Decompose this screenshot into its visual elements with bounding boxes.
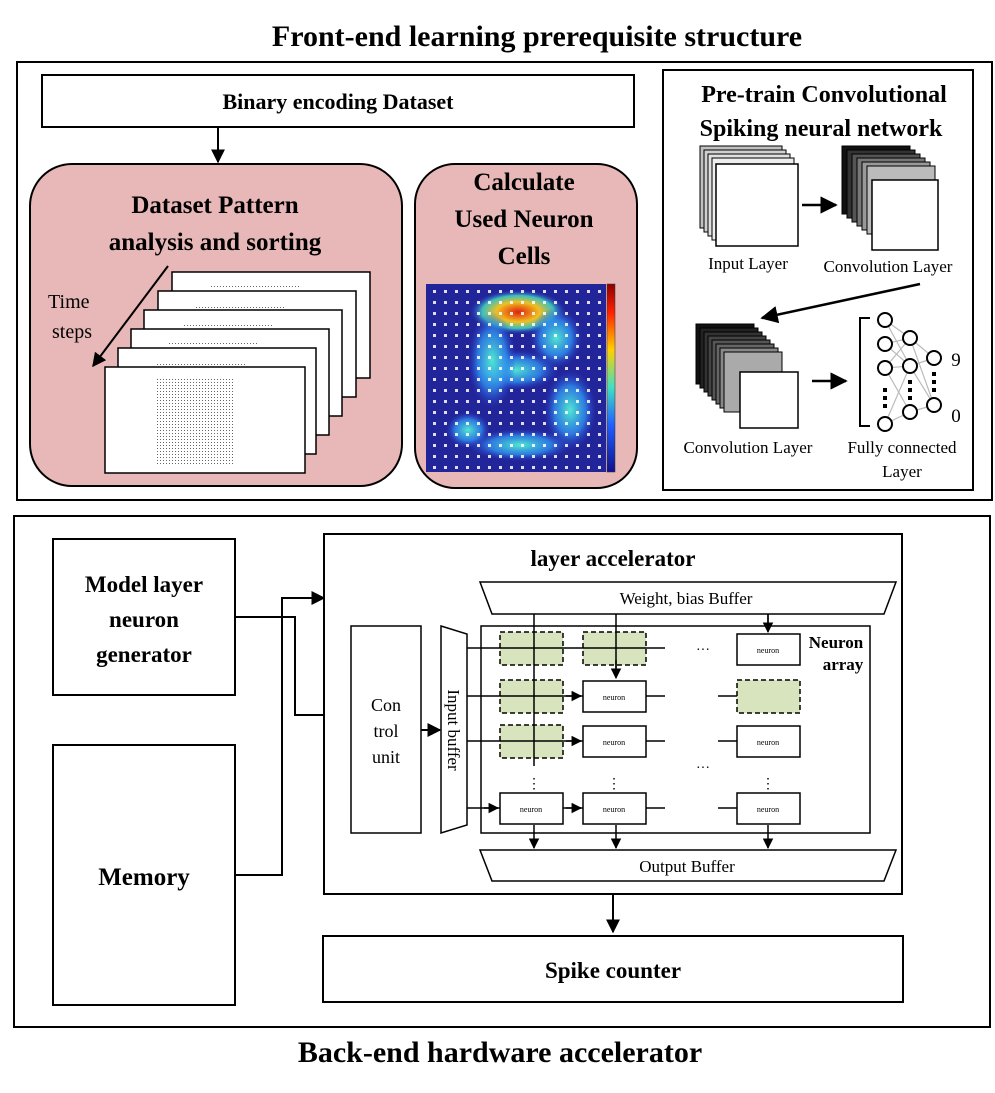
- neuron-cell-label: neuron: [757, 646, 779, 655]
- output-buffer-label: Output Buffer: [639, 857, 735, 876]
- v-ellipsis: ⋮: [527, 777, 541, 792]
- spike-counter-box: [322, 935, 904, 1003]
- weight-bias-buffer: [478, 581, 898, 615]
- memory-box: [52, 744, 236, 1006]
- pretrain-title-line1: Pre-train Convolutional: [701, 82, 947, 108]
- backend-title: Back-end hardware accelerator: [298, 1036, 702, 1069]
- pattern-title-line2: analysis and sorting: [109, 229, 322, 256]
- v-ellipsis: ⋮: [607, 777, 621, 792]
- conv-layer-2-stack: [695, 323, 799, 429]
- neuron-title-line2: Used Neuron: [454, 206, 593, 233]
- time-steps-line1: Time: [48, 291, 90, 313]
- control-unit-line1: Con: [371, 695, 401, 715]
- model-layer-generator-box: [52, 538, 236, 696]
- active-neuron-cells: [499, 633, 801, 825]
- time-steps-arrow: [92, 265, 169, 368]
- output-digit-zero: 0: [951, 406, 961, 427]
- layer-accelerator-title: layer accelerator: [531, 546, 696, 571]
- backend-panel: [13, 515, 991, 1028]
- fc-layer-label-line2: Layer: [882, 462, 922, 481]
- neuron-array-label-line2: array: [823, 655, 864, 674]
- binary-dataset-box: [41, 74, 635, 128]
- neuron-cell-label: neuron: [520, 805, 542, 814]
- control-unit-box: [350, 625, 422, 834]
- model-gen-line1: Model layer: [85, 572, 203, 597]
- neuron-arrows: [484, 614, 774, 850]
- binary-dataset-label: Binary encoding Dataset: [223, 89, 455, 114]
- neuron-usage-heatmap: [426, 283, 616, 473]
- v-ellipsis: ⋮: [761, 777, 775, 792]
- model-gen-line3: generator: [96, 642, 192, 667]
- model-gen-line2: neuron: [109, 607, 179, 632]
- neuron-cell-label: neuron: [757, 738, 779, 747]
- pretrain-csnn-box: [662, 69, 974, 491]
- control-unit-line3: unit: [372, 747, 400, 767]
- fully-connected-network: [859, 312, 942, 432]
- pattern-title-line1: Dataset Pattern: [131, 192, 298, 219]
- memory-label: Memory: [98, 864, 190, 891]
- pretrain-title-line2: Spiking neural network: [700, 116, 943, 142]
- frontend-panel: [16, 61, 993, 501]
- h-ellipsis: ···: [696, 761, 710, 776]
- time-steps-line2: steps: [52, 321, 92, 343]
- conv-layer-1-label: Convolution Layer: [824, 257, 953, 276]
- input-buffer: [440, 624, 468, 835]
- neuron-cell-label: neuron: [603, 738, 625, 747]
- spike-counter-label: Spike counter: [545, 958, 681, 983]
- neuron-array-label-line1: Neuron: [809, 633, 864, 652]
- conv-layer-1-stack: [841, 145, 939, 251]
- control-unit-line2: trol: [374, 721, 399, 741]
- neuron-cell-label: neuron: [603, 693, 625, 702]
- weight-buffer-label: Weight, bias Buffer: [620, 589, 753, 608]
- frontend-title: Front-end learning prerequisite structur…: [272, 20, 802, 53]
- neuron-title-line1: Calculate: [473, 169, 574, 196]
- input-buffer-label: Input buffer: [444, 689, 463, 771]
- input-layer-label: Input Layer: [708, 254, 788, 273]
- conv-to-conv-arrow: [760, 282, 921, 324]
- conv-layer-2-label: Convolution Layer: [684, 438, 813, 457]
- fc-layer-label-line1: Fully connected: [847, 438, 957, 457]
- input-layer-stack: [699, 145, 799, 247]
- h-ellipsis: ···: [696, 643, 710, 658]
- output-buffer: [478, 849, 898, 882]
- neuron-cell-label: neuron: [757, 805, 779, 814]
- pattern-frame-stack: [104, 271, 371, 474]
- output-digit-nine: 9: [951, 350, 961, 371]
- neuron-title-line3: Cells: [498, 243, 551, 270]
- neuron-cell-label: neuron: [603, 805, 625, 814]
